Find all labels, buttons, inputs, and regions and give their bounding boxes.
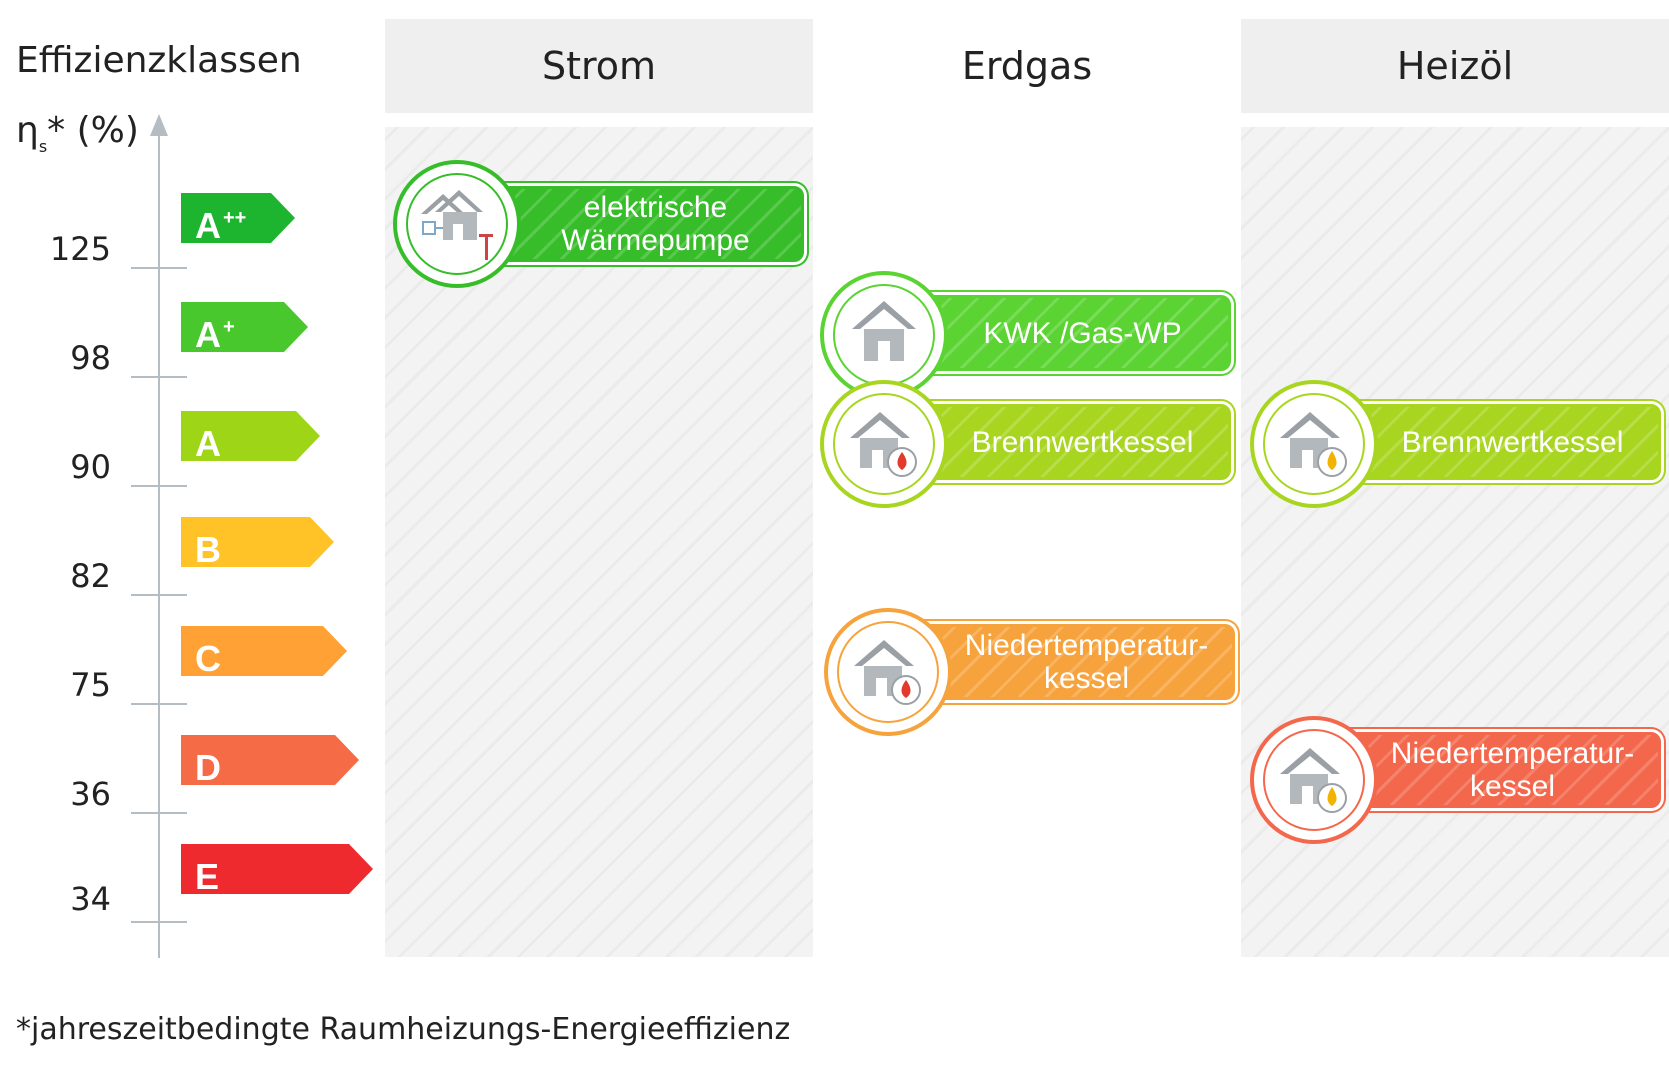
- tick-label: 90: [70, 448, 111, 486]
- house-gas-flame-icon: [854, 640, 921, 705]
- tick-label: 36: [70, 775, 111, 813]
- badge-niedertemperaturkessel-heizoel: Niedertemperatur-kessel: [1250, 716, 1661, 844]
- class-arrow-d: D: [181, 735, 359, 785]
- badge-brennwertkessel-heizoel: Brennwertkessel: [1250, 380, 1661, 508]
- column-header-strom: Strom: [385, 19, 813, 113]
- badge-label: Brennwertkessel: [1401, 425, 1624, 459]
- badge-label: Niedertemperatur-kessel: [1390, 737, 1635, 803]
- class-arrow-a-plus-plus: A++: [181, 193, 295, 243]
- house-heatpump-icon: [421, 190, 493, 260]
- class-arrow-a: A: [181, 411, 320, 461]
- class-arrow-a-plus: A+: [181, 302, 308, 352]
- badge-circle: [824, 608, 952, 736]
- class-arrow-e: E: [181, 844, 373, 894]
- eta-label: ηs* (%): [16, 110, 139, 156]
- footnote: *jahreszeitbedingte Raumheizungs-Energie…: [16, 1012, 791, 1047]
- badge-circle: [820, 271, 948, 399]
- axis-tick: [131, 812, 187, 814]
- badge-circle: [1250, 716, 1378, 844]
- badge-circle: [1250, 380, 1378, 508]
- tick-label: 82: [70, 557, 111, 595]
- column-header-erdgas: Erdgas: [961, 44, 1093, 88]
- class-arrow-c: C: [181, 626, 347, 676]
- badge-niedertemperaturkessel-erdgas: Niedertemperatur-kessel: [824, 608, 1235, 736]
- tick-label: 34: [70, 880, 111, 918]
- axis-tick: [131, 267, 187, 269]
- axis-tick: [131, 594, 187, 596]
- class-arrow-b: B: [181, 517, 334, 567]
- axis-tick: [131, 376, 187, 378]
- badge-circle: [393, 160, 521, 288]
- badge-kwk-gas-wp: KWK /Gas-WP: [820, 271, 1231, 399]
- axis-tick: [131, 485, 187, 487]
- badge-label: Brennwertkessel: [971, 425, 1194, 459]
- tick-label: 75: [70, 666, 111, 704]
- badge-circle: [820, 380, 948, 508]
- badge-label: KWK /Gas-WP: [983, 316, 1182, 350]
- efficiency-classes-title: Effizienzklassen: [16, 40, 302, 81]
- vertical-axis: [158, 124, 160, 958]
- badge-label: Niedertemperatur-kessel: [964, 629, 1209, 695]
- axis-tick: [131, 703, 187, 705]
- house-icon: [852, 301, 916, 361]
- tick-label: 98: [70, 339, 111, 377]
- badge-brennwertkessel-erdgas: Brennwertkessel: [820, 380, 1231, 508]
- house-gas-flame-icon: [850, 412, 917, 477]
- axis-tick: [131, 921, 187, 923]
- house-oil-drop-icon: [1280, 748, 1347, 813]
- column-header-heizoel: Heizöl: [1241, 19, 1669, 113]
- house-oil-drop-icon: [1280, 412, 1347, 477]
- tick-label: 125: [49, 230, 111, 268]
